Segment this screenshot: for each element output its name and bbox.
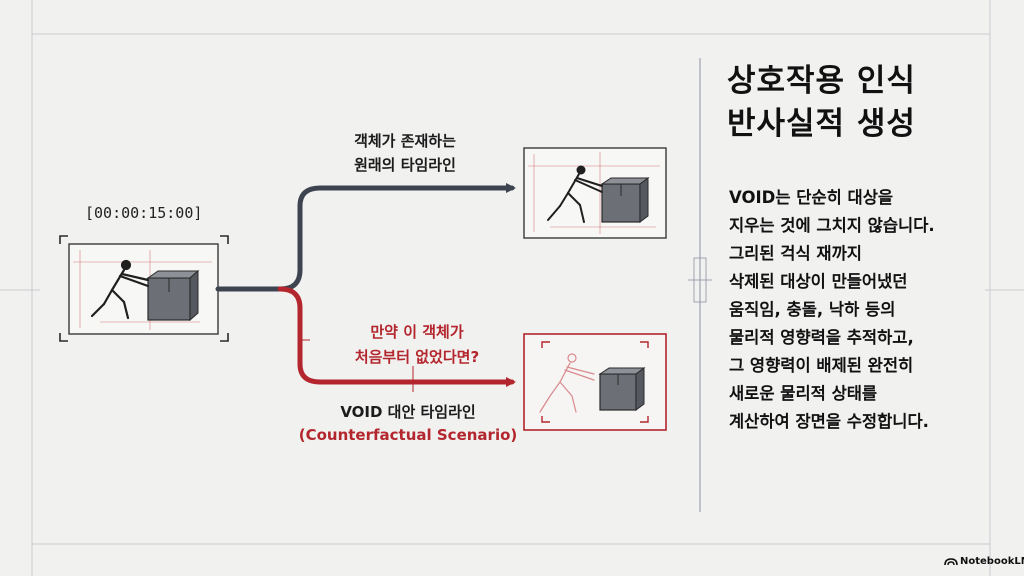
body-line: VOID는 단순히 대상을 <box>729 188 894 207</box>
body-line: 움직임, 충돌, 낙하 등의 <box>729 300 896 319</box>
body-line: 지우는 것에 그치지 않습니다. <box>729 216 935 235</box>
branch-bottom-label-ko: VOID 대안 타임라인 <box>340 403 476 421</box>
branch-top-label: 객체가 존재하는 원래의 타임라인 <box>320 130 490 175</box>
body-line: 삭제된 대상이 만들어냈던 <box>729 272 908 291</box>
branch-arrows <box>215 183 516 387</box>
branch-top-line1: 객체가 존재하는 <box>354 132 456 150</box>
title-line2: 반사실적 생성 <box>727 106 916 142</box>
divider <box>688 58 712 512</box>
bottom-frame <box>523 333 667 431</box>
crosshair-marks <box>300 339 414 392</box>
body-line: 물리적 영향력을 추적하고, <box>729 328 914 347</box>
body-line: 그리된 걱식 재까지 <box>729 244 862 263</box>
body-line: 계산하여 장면을 수정합니다. <box>729 412 929 431</box>
notebooklm-logo-icon <box>944 558 958 566</box>
branch-bottom-question: 만약 이 객체가 처음부터 없었다면? <box>322 321 512 367</box>
top-frame <box>523 147 667 239</box>
brand-label: NotebookLM <box>960 556 1024 567</box>
title-line1: 상호작용 인식 <box>727 63 916 99</box>
branch-bottom-question-line2: 처음부터 없었다면? <box>354 348 480 366</box>
body-line: 새로운 물리적 상태를 <box>729 384 878 403</box>
body-line: 그 영향력이 배제된 완전히 <box>729 356 914 375</box>
timecode: [00:00:15:00] <box>85 204 203 222</box>
branch-top-line2: 원래의 타임라인 <box>354 156 456 174</box>
branch-bottom-label-en: (Counterfactual Scenario) <box>298 426 518 444</box>
branch-bottom-question-line1: 만약 이 객체가 <box>370 323 464 341</box>
source-frame-brackets <box>59 235 229 342</box>
source-frame <box>68 243 219 335</box>
branch-bottom-label: VOID 대안 타임라인 (Counterfactual Scenario) <box>292 401 524 444</box>
